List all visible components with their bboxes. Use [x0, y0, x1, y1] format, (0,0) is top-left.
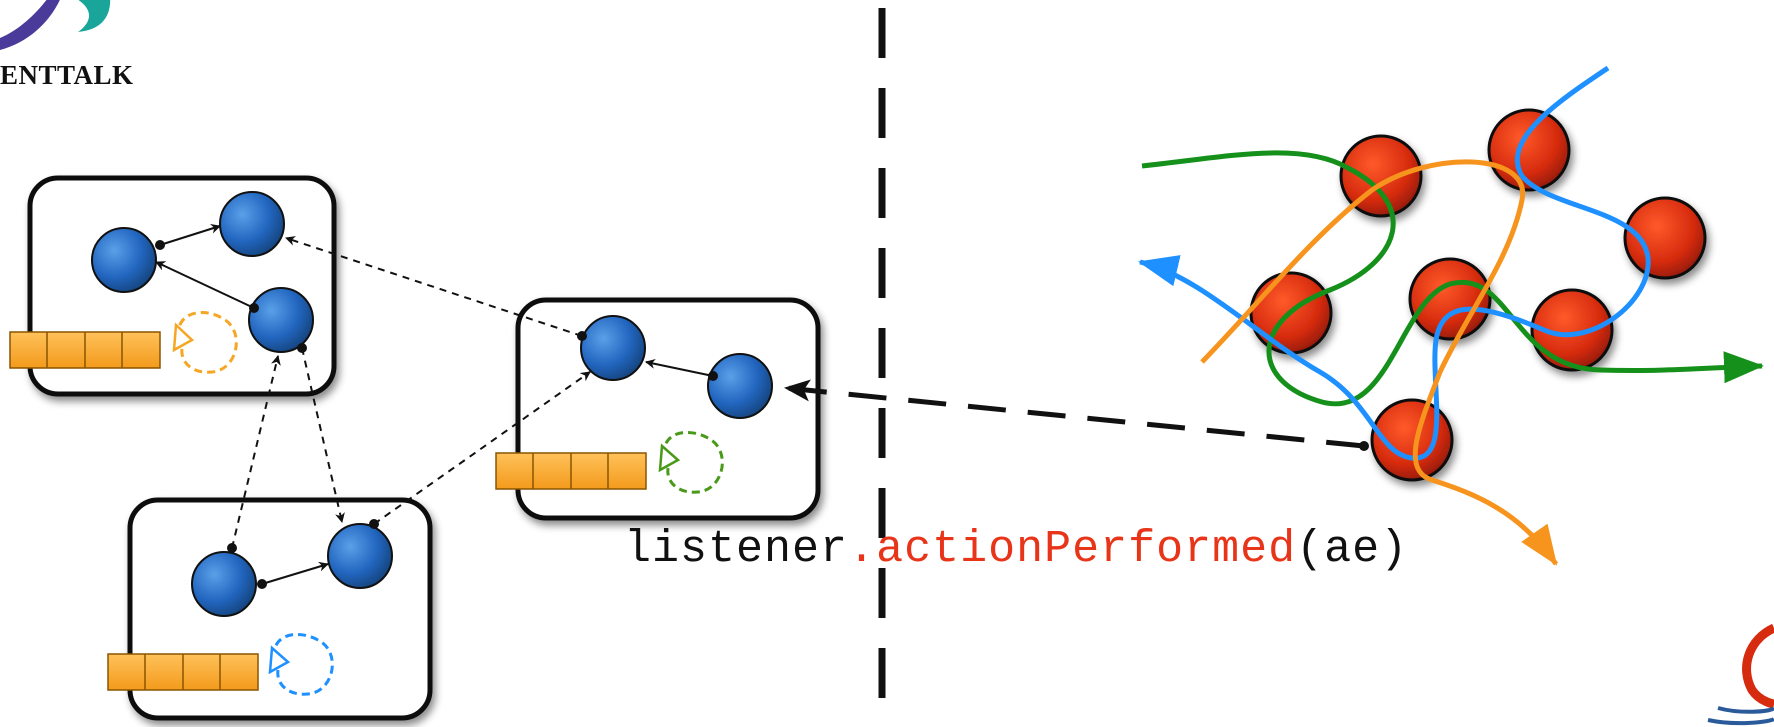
actor-box-2	[107, 497, 433, 721]
thread-blue	[1138, 65, 1651, 461]
object-node	[1487, 108, 1571, 192]
java-logo-icon	[1707, 623, 1774, 726]
mailbox-queue	[9, 331, 161, 369]
call-args: (ae)	[1296, 524, 1409, 575]
call-receiver: listener	[624, 524, 849, 575]
event-loop-icon	[268, 632, 334, 696]
logo-swoosh-icon	[0, 0, 111, 50]
actor-box-1	[9, 175, 337, 397]
call-arrow	[784, 379, 1369, 451]
thread-orange	[1200, 159, 1559, 566]
method-call-label: listener.actionPerformed(ae)	[624, 524, 1408, 575]
actor-node	[219, 191, 285, 257]
actor-node	[248, 287, 314, 353]
object-node	[1370, 398, 1454, 482]
call-method: actionPerformed	[876, 524, 1297, 575]
actor-node	[191, 551, 257, 617]
actor-node	[91, 227, 157, 293]
object-node	[1623, 196, 1707, 280]
mailbox-queue	[107, 653, 259, 691]
event-loop-icon	[658, 430, 724, 494]
actor-node	[707, 353, 773, 419]
call-dot: .	[848, 524, 877, 575]
object-node	[1530, 288, 1614, 372]
actor-box-3	[495, 297, 821, 521]
event-loop-icon	[172, 311, 238, 374]
mailbox-queue	[495, 452, 647, 490]
logo-wordmark: ENTTALK	[0, 60, 134, 90]
actor-references	[227, 236, 591, 553]
actor-node	[327, 523, 393, 589]
actor-node	[580, 315, 646, 381]
